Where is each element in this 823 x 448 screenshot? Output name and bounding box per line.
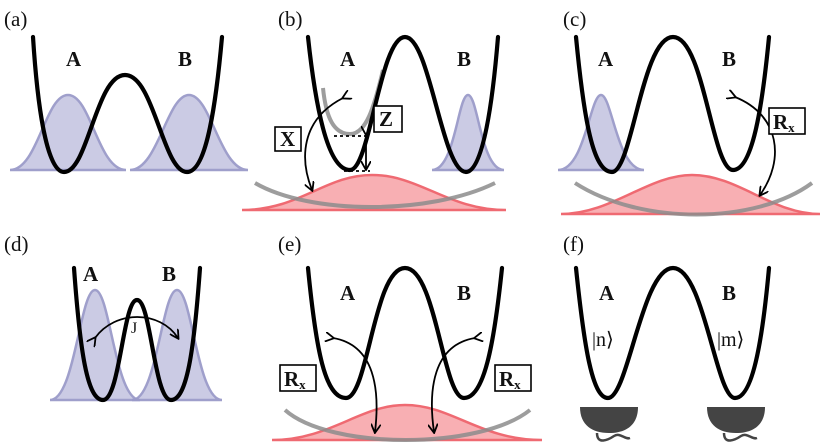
well-label-a: A bbox=[598, 47, 614, 71]
well-label-a: A bbox=[599, 281, 615, 305]
rx-label: Rx bbox=[773, 110, 795, 135]
double-well-potential bbox=[305, 265, 505, 401]
well-label-a: A bbox=[66, 47, 82, 71]
detector-cable-right bbox=[722, 432, 758, 442]
wavepacket-right bbox=[131, 288, 223, 402]
rx-box bbox=[768, 107, 806, 135]
wavepacket-left bbox=[9, 93, 127, 172]
well-label-a: A bbox=[83, 262, 99, 286]
gray-parabola bbox=[573, 181, 814, 217]
panel-label-d: (d) bbox=[4, 232, 29, 256]
panel-a: (a) A B bbox=[4, 7, 249, 175]
well-label-b: B bbox=[722, 47, 736, 71]
panel-f: (f) A B |n⟩ |m⟩ bbox=[563, 232, 772, 442]
z-box bbox=[373, 105, 403, 133]
well-label-b: B bbox=[178, 47, 192, 71]
rx-box-left bbox=[279, 364, 317, 392]
rx-arrow-left bbox=[333, 338, 377, 432]
x-arrow bbox=[304, 98, 343, 190]
well-label-a: A bbox=[340, 281, 356, 305]
rx-box-right bbox=[494, 364, 532, 392]
pink-distribution bbox=[271, 403, 543, 442]
double-well-potential bbox=[573, 265, 772, 401]
well-label-a: A bbox=[340, 47, 356, 71]
well-label-b: B bbox=[162, 262, 176, 286]
panel-label-e: (e) bbox=[278, 232, 301, 256]
panel-label-a: (a) bbox=[4, 7, 27, 31]
ket-n: |n⟩ bbox=[592, 329, 614, 351]
panel-d: (d) A B J bbox=[4, 232, 223, 403]
panel-b: (b) A B X Z bbox=[241, 7, 507, 212]
z-label: Z bbox=[379, 107, 393, 131]
tunneling-arrow bbox=[95, 316, 178, 338]
wavepacket-left bbox=[557, 93, 645, 172]
ket-m: |m⟩ bbox=[717, 329, 744, 351]
detector-cable-left bbox=[595, 432, 631, 442]
panel-c: (c) A B Rx bbox=[557, 7, 821, 217]
panel-label-c: (c) bbox=[563, 7, 586, 31]
rx-label-right: Rx bbox=[499, 367, 521, 392]
wavepacket-right bbox=[129, 93, 249, 172]
x-box bbox=[274, 126, 302, 152]
well-label-b: B bbox=[457, 281, 471, 305]
x-label: X bbox=[280, 127, 295, 151]
gray-parabola bbox=[253, 181, 496, 209]
rx-arrow bbox=[735, 97, 776, 195]
coupling-label: J bbox=[131, 320, 137, 337]
panel-e: (e) A B Rx Rx bbox=[271, 232, 543, 442]
wavepacket-left bbox=[49, 288, 141, 402]
double-well-potential bbox=[71, 265, 203, 403]
gray-parabola bbox=[283, 408, 532, 442]
well-label-b: B bbox=[457, 47, 471, 71]
well-label-b: B bbox=[722, 281, 736, 305]
rx-arrow-right bbox=[432, 338, 475, 432]
detector-left bbox=[580, 407, 638, 433]
detector-right bbox=[707, 407, 765, 433]
panel-label-f: (f) bbox=[563, 232, 584, 256]
double-well-potential bbox=[30, 34, 225, 175]
rx-label-left: Rx bbox=[284, 367, 306, 392]
panel-label-b: (b) bbox=[278, 7, 303, 31]
